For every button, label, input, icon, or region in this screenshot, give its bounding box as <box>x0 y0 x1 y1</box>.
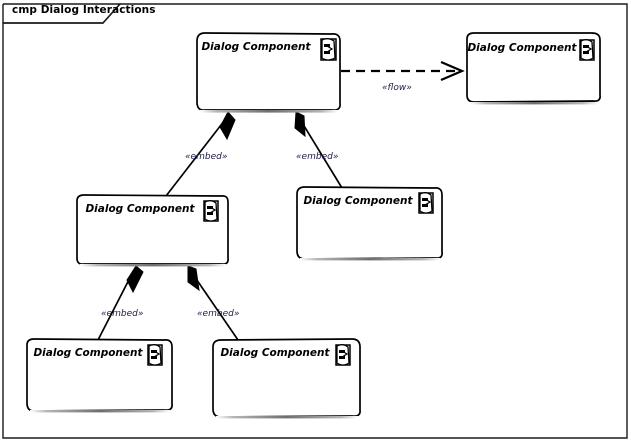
connector-embed-mid-left[interactable] <box>97 265 144 341</box>
connector-label-embed-mid-left: «embed» <box>101 309 144 319</box>
diagram-frame <box>2 3 628 439</box>
component-icon <box>579 39 595 61</box>
component-label-bottom-right: Dialog Component <box>220 347 330 359</box>
component-box-mid-right[interactable] <box>296 186 443 261</box>
connector-embed-top-left[interactable] <box>165 111 236 197</box>
connector-label-embed-top-left: «embed» <box>185 152 228 162</box>
component-label-bottom-left: Dialog Component <box>33 347 143 359</box>
component-box-top-right[interactable] <box>466 32 601 105</box>
component-icon <box>203 200 219 222</box>
component-icon <box>418 192 434 214</box>
connector-embed-top-right[interactable] <box>294 111 343 189</box>
diagram-frame-label: cmp Dialog Interactions <box>12 4 156 16</box>
component-box-top-center[interactable] <box>196 32 341 113</box>
component-icon <box>147 344 163 366</box>
component-label-mid-right: Dialog Component <box>303 195 413 207</box>
component-label-mid-left: Dialog Component <box>85 203 195 215</box>
connector-flow[interactable] <box>341 60 465 82</box>
connector-label-embed-mid-right: «embed» <box>197 309 240 319</box>
component-label-top-center: Dialog Component <box>201 41 311 53</box>
component-box-bottom-left[interactable] <box>26 338 173 413</box>
component-box-bottom-right[interactable] <box>212 338 361 419</box>
connector-label-flow: «flow» <box>382 83 412 93</box>
connector-label-embed-top-right: «embed» <box>296 152 339 162</box>
component-label-top-right: Dialog Component <box>467 42 577 54</box>
component-icon <box>335 344 351 366</box>
component-box-mid-left[interactable] <box>76 194 229 267</box>
component-icon <box>320 38 337 61</box>
connector-embed-mid-right[interactable] <box>187 265 239 341</box>
